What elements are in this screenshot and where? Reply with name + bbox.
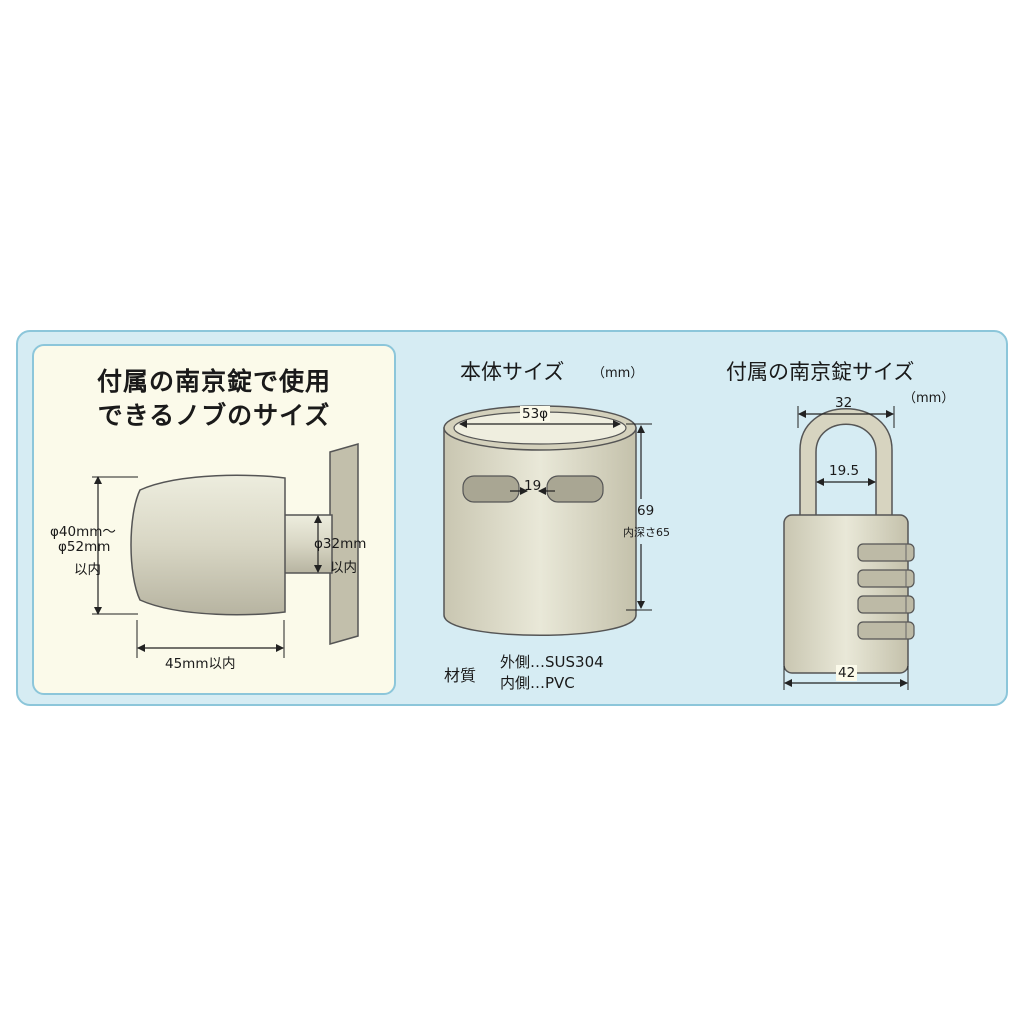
neck-diameter-label-2: 以内 [330,560,357,576]
body-diameter-label: 53φ [520,406,551,422]
padlock-body-width-label: 42 [836,665,858,681]
container-slot-right [546,475,604,503]
padlock-body [783,514,909,674]
shackle-width-label: 32 [835,395,853,411]
body-panel-unit: （mm） [592,366,644,381]
knob-panel-title-line2: できるノブのサイズ [97,401,331,430]
inner-material-label: 内側…PVC [500,674,575,692]
knob-diameter-label-2: φ52mm [58,539,111,555]
padlock-panel-title: 付属の南京錠サイズ [726,360,915,384]
outer-material-label: 外側…SUS304 [500,653,604,671]
container-slot-left [462,475,520,503]
knob-panel-title-line1: 付属の南京錠で使用 [96,367,331,396]
body-height-label: 69 [637,503,655,519]
slot-gap-label: 19 [524,478,542,494]
knob-neck [283,514,333,574]
padlock-panel-unit: （mm） [903,391,955,406]
padlock-dials [857,543,915,640]
shackle-inner-label: 19.5 [829,463,860,479]
knob-body [130,474,286,616]
knob-length-label: 45mm以内 [165,656,236,672]
inner-depth-label: 内深さ65 [623,526,670,539]
material-label: 材質 [444,666,477,685]
container-body [443,427,637,636]
knob-diameter-label-3: 以内 [74,562,101,578]
knob-diameter-label-1: φ40mm～ [50,524,116,540]
door-plate [329,443,359,645]
neck-diameter-label-1: φ32mm [314,536,367,552]
body-panel-title: 本体サイズ [460,360,565,384]
